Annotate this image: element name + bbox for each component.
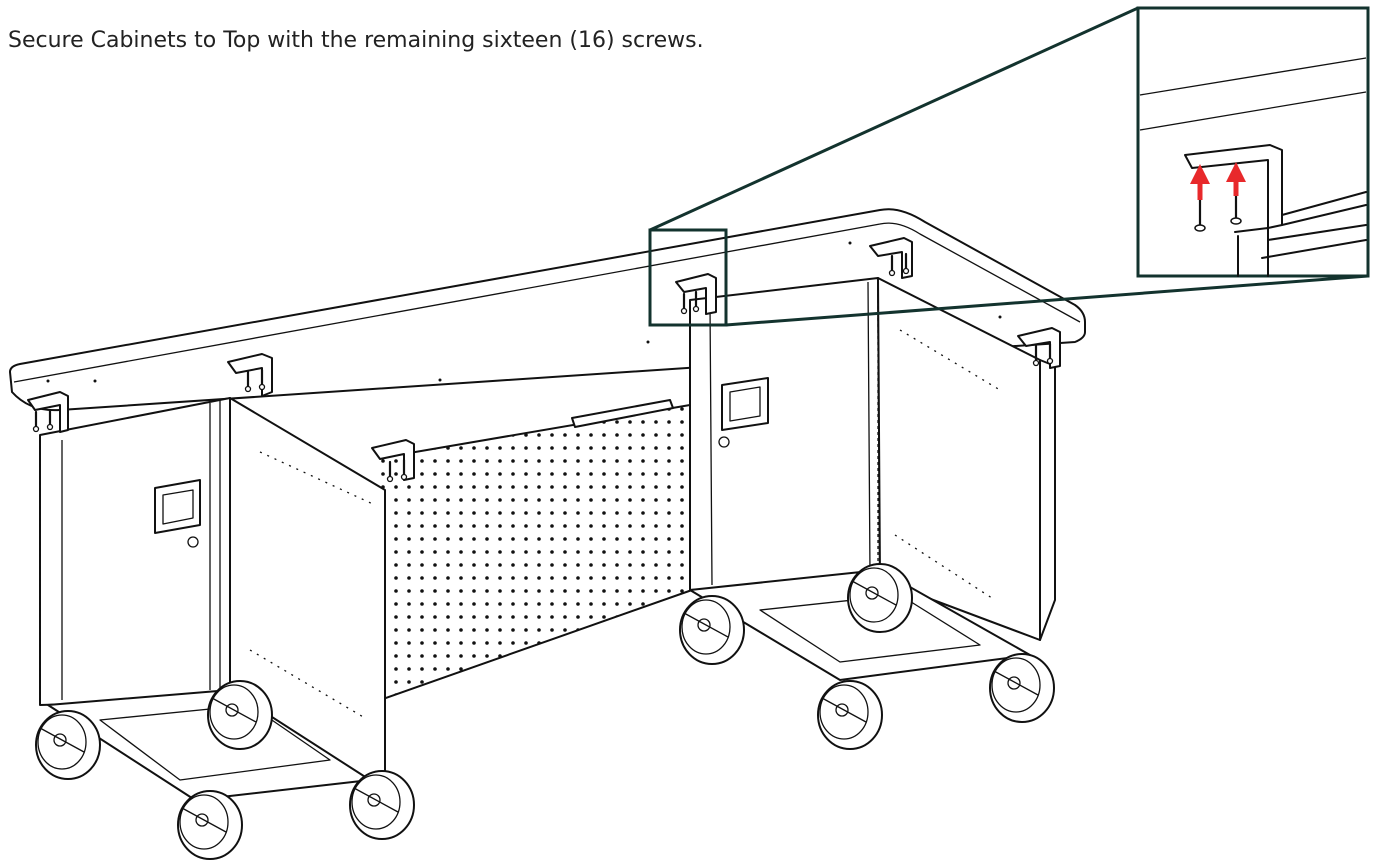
screw-icon [46,408,54,431]
callout-source-box [648,228,728,327]
caster-wheel-icon [847,563,913,633]
screws [32,252,1054,483]
corner-brackets [27,237,1061,481]
screw-icon [386,460,394,483]
screw-icon [244,370,252,393]
caster-wheel-icon [35,710,101,780]
handle-recess-icon [154,479,201,534]
left-cabinet [39,397,386,801]
detail-callout [648,6,1370,327]
caster-wheel-icon [989,653,1055,723]
detail-content [1139,57,1367,277]
arrow-up-icon [1190,164,1210,200]
caster-wheel-icon [679,595,745,665]
screw-icon [888,254,896,277]
screw-icon [680,292,688,315]
modesty-panel [379,399,693,701]
caster-wheel-icon [207,680,273,750]
handle-recess-icon [721,377,769,431]
screw-icon [32,410,40,433]
desk-top [9,208,1086,412]
screw-icon [1032,344,1040,367]
screw-icon [902,252,910,275]
arrow-up-icon [1226,162,1246,196]
caster-wheel-icon [177,790,243,860]
instruction-text: Secure Cabinets to Top with the remainin… [8,28,704,53]
keyhole-lock-icon [187,536,199,548]
screw-icon [692,290,700,313]
casters [35,563,1055,860]
keyhole-lock-icon [718,436,730,448]
callout-detail-box [1136,6,1370,278]
screw-icon [400,458,408,481]
screw-icon [1046,342,1054,365]
caster-wheel-icon [817,680,883,750]
caster-wheel-icon [349,770,415,840]
screw-icon [1230,190,1242,225]
screw-icon [258,368,266,391]
